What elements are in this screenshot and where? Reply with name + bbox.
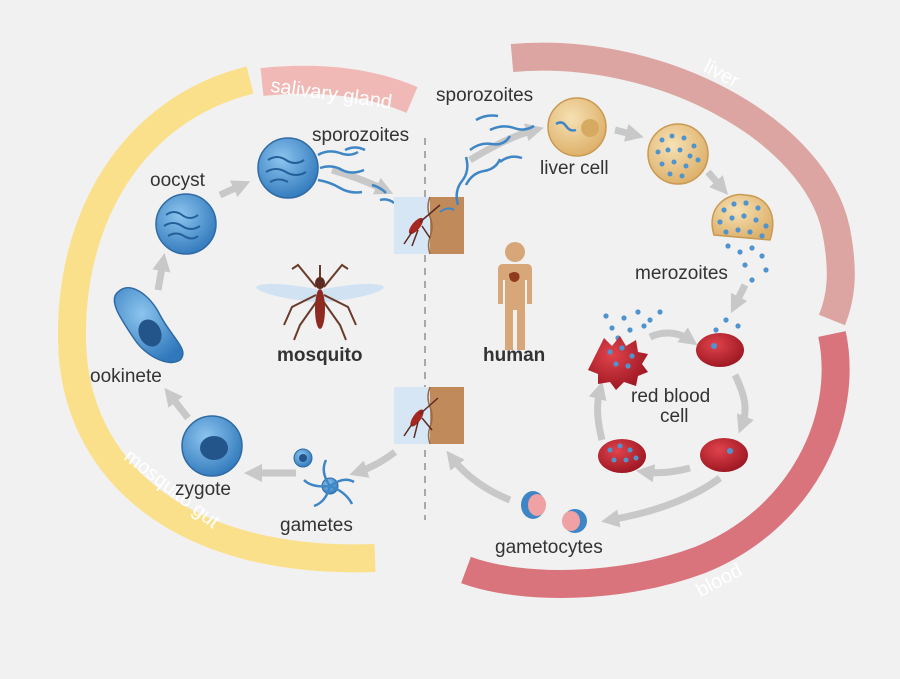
liver-band [510, 42, 855, 326]
label-oocyst: oocyst [150, 170, 206, 191]
blood-band [461, 331, 850, 598]
gametocyte-cells [521, 491, 587, 533]
label-red-blood-cell-line2: cell [660, 406, 689, 427]
cycle-arrows [152, 123, 754, 528]
arrow-gametocytes-to-bite [446, 450, 512, 504]
rbc-healthy [696, 333, 744, 367]
arrow-merozoites-down [730, 283, 749, 314]
label-red-blood-cell-line1: red blood [631, 386, 710, 407]
oocyst-cell [155, 193, 217, 255]
label-sporozoites-human: sporozoites [436, 85, 533, 106]
ookinete-cell [113, 287, 184, 364]
bite-box-bottom [394, 386, 464, 445]
label-sporozoites-mosquito: sporozoites [312, 125, 409, 146]
arrow-rbc-right-down [731, 373, 754, 434]
human-icon [498, 242, 532, 350]
liver-cell-1 [547, 97, 607, 157]
merozoites-released [603, 309, 741, 341]
label-gametocytes: gametocytes [495, 537, 603, 558]
liver-cell-bursting [711, 193, 774, 283]
label-gametes: gametes [280, 515, 353, 536]
label-liver-cell: liver cell [540, 158, 609, 179]
gametes-cells [293, 448, 355, 508]
zygote-cell [181, 415, 243, 477]
arrow-rbc-left-up [588, 381, 607, 441]
rbc-ring-stage [700, 438, 748, 472]
label-human: human [483, 345, 545, 366]
salivary-gland-band [260, 65, 418, 113]
mosquito-icon [256, 263, 384, 341]
arrow-to-gametocytes [601, 475, 723, 528]
arrow-ookinete-to-oocyst [152, 253, 171, 291]
liver-cell-2 [647, 123, 709, 185]
mosquito-gut-band [57, 66, 376, 573]
arrow-oocyst-to-sporozoites [218, 180, 251, 199]
rbc-ruptured [588, 336, 648, 390]
arrow-liver-1 [614, 123, 644, 142]
arrow-bite-to-gametes [349, 449, 398, 478]
arrow-rbc-top [648, 327, 698, 346]
rbc-schizont [598, 439, 646, 473]
arrow-liver-2 [705, 169, 728, 195]
label-ookinete: ookinete [90, 366, 162, 387]
label-zygote: zygote [175, 479, 231, 500]
arrow-rbc-bottom-left [635, 464, 691, 483]
sporozoite-oocyst-bursting [257, 137, 395, 204]
arrow-zygote-to-ookinete [164, 387, 191, 421]
bite-box-top [394, 196, 464, 255]
human-sporozoites-squiggles [455, 114, 535, 206]
label-mosquito: mosquito [277, 345, 363, 366]
label-merozoites: merozoites [635, 263, 728, 284]
